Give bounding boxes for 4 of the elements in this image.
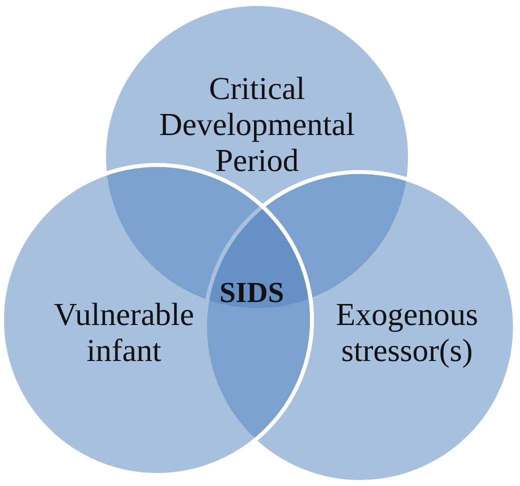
set-label: Vulnerable infant: [52, 296, 196, 368]
set-label: Exogenous stressor(s): [334, 296, 480, 368]
intersection-label: SIDS: [220, 277, 284, 309]
set-label: Critical Developmental Period: [158, 70, 356, 178]
